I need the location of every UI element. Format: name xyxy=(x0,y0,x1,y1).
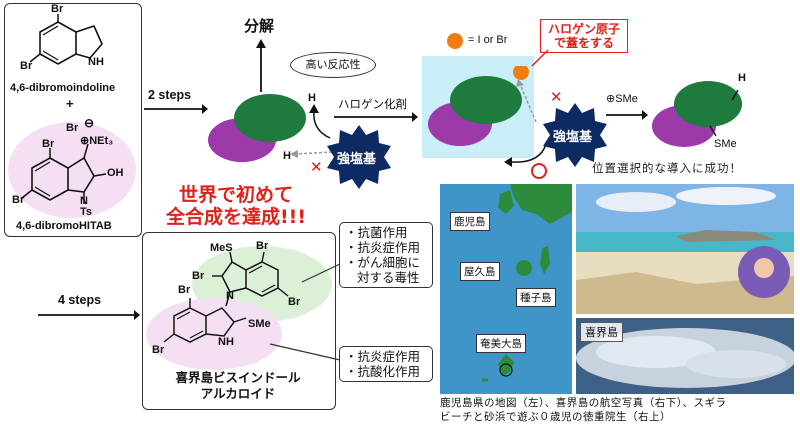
final-br-right: Br xyxy=(288,296,301,308)
halogen-cap-note-line2: で蓋をする xyxy=(553,36,614,50)
hitab-ts: Ts xyxy=(80,206,93,218)
attack-arrows-2 xyxy=(504,79,547,167)
hitab-net3: ⊕NEt₃ xyxy=(80,135,114,147)
product-h: H xyxy=(738,72,746,84)
final-name-line2: アルカロイド xyxy=(200,386,276,401)
hitab-br-counterion: Br xyxy=(66,122,79,134)
sme-reagent-label: ⊕SMe xyxy=(606,93,638,105)
arrow-2-steps xyxy=(144,104,208,114)
final-product-structure xyxy=(163,251,289,343)
figure-caption: 鹿児島県の地図（左）、喜界島の航空写真（右下）、スギラ ビーチと砂浜で遊ぶ０歳児… xyxy=(440,396,796,424)
strong-base-badge-2 xyxy=(543,103,607,167)
hitab-charge-negative: ⊖ xyxy=(84,116,95,130)
activities-top-callout: ・抗菌作用 ・抗炎症作用 ・がん細胞に 対する毒性 xyxy=(339,222,433,288)
circle-mark-success xyxy=(531,163,547,179)
compound2-name: 4,6-dibromoHITAB xyxy=(16,220,112,232)
final-product-name: 喜界島ビスインドール アルカロイド xyxy=(144,370,332,402)
activity-item-4: 対する毒性 xyxy=(357,270,420,285)
intermediate1-h-bottom: H xyxy=(283,150,291,162)
activity-item-1: ・抗菌作用 xyxy=(345,225,408,240)
photo-label-kikai: 喜界島 xyxy=(580,322,623,342)
indoline-nh: NH xyxy=(88,56,104,68)
final-br-top-right: Br xyxy=(256,240,269,252)
strong-base-label-1: 強塩基 xyxy=(337,152,377,167)
strong-base-badge-1 xyxy=(327,125,391,189)
steps-top-label: 2 steps xyxy=(148,88,192,102)
activity-item-3: ・がん細胞に xyxy=(345,255,421,270)
map-label-tanegashima: 種子島 xyxy=(516,288,556,307)
world-first-line2: 全合成を達成!!! xyxy=(166,206,306,228)
map-label-kagoshima: 鹿児島 xyxy=(450,212,490,231)
aerial-photo xyxy=(576,318,794,394)
activity-item-5: ・抗炎症作用 xyxy=(345,349,421,364)
cross-mark-1: ✕ xyxy=(310,158,323,176)
final-br-upper-left: Br xyxy=(192,270,205,282)
final-nh: NH xyxy=(218,336,234,348)
final-sme: SMe xyxy=(248,318,271,330)
hitab-br-top: Br xyxy=(42,138,55,150)
activity-item-6: ・抗酸化作用 xyxy=(345,364,421,379)
final-name-line1: 喜界島ビスインドール xyxy=(175,370,301,385)
final-mes: MeS xyxy=(210,242,233,254)
reactive-bubble: 高い反応性 xyxy=(290,52,376,78)
steps-bottom-label: 4 steps xyxy=(58,293,102,307)
decomposition-label: 分解 xyxy=(244,17,275,35)
map-label-amami: 奄美大島 xyxy=(476,334,526,353)
world-first-line1: 世界で初めて xyxy=(178,184,293,206)
caption-line1: 鹿児島県の地図（左）、喜界島の航空写真（右下）、スギラ xyxy=(440,397,727,409)
intermediate1-h-top: H xyxy=(308,92,316,104)
final-br-mid: Br xyxy=(178,284,191,296)
beach-photo xyxy=(576,184,794,314)
final-br-lower-left: Br xyxy=(152,344,165,356)
arrow-4-steps xyxy=(38,310,140,320)
plus-sign: + xyxy=(66,96,74,111)
legend-orange-dot xyxy=(447,33,463,49)
arrow-sme xyxy=(606,110,648,120)
intermediate2-ovals xyxy=(428,66,529,146)
indoline-br-top: Br xyxy=(51,3,64,15)
reactive-bubble-text: 高い反応性 xyxy=(305,58,361,71)
note-pointer xyxy=(531,49,549,67)
halogen-reagent-label: ハロゲン化剤 xyxy=(338,97,407,111)
dibromoindoline-structure xyxy=(29,14,103,65)
activity-item-2: ・抗炎症作用 xyxy=(345,240,421,255)
attack-arrows-1 xyxy=(290,104,333,158)
hitab-n: N xyxy=(80,195,88,207)
activities-bottom-callout: ・抗炎症作用 ・抗酸化作用 xyxy=(339,346,433,382)
hitab-br-left: Br xyxy=(12,194,25,206)
final-n: N xyxy=(226,290,234,302)
product-sme: SMe xyxy=(714,138,737,150)
compound1-name: 4,6-dibromoindoline xyxy=(10,82,116,94)
world-first-title: 世界で初めて 全合成を達成!!! xyxy=(158,184,314,228)
product-bonds xyxy=(709,89,739,137)
arrow-halogenation xyxy=(334,112,418,122)
product-ovals xyxy=(652,81,742,147)
arrow-up-decomposition xyxy=(256,39,266,92)
legend-text: = I or Br xyxy=(468,34,508,46)
halogen-cap-note-line1: ハロゲン原子 xyxy=(547,22,620,36)
caption-line2: ビーチと砂浜で遊ぶ０歳児の徳重院生（右上） xyxy=(440,411,671,423)
map-label-yakushima: 屋久島 xyxy=(460,262,500,281)
indoline-br-left: Br xyxy=(20,60,33,72)
halogen-cap-note: ハロゲン原子 で蓋をする xyxy=(540,19,628,53)
hitab-oh: OH xyxy=(107,167,124,179)
callout-line-top xyxy=(301,263,341,283)
selective-success-text: 位置選択的な導入に成功！ xyxy=(592,161,742,175)
cross-mark-2: ✕ xyxy=(550,88,563,106)
strong-base-label-2: 強塩基 xyxy=(553,130,593,145)
dibromohitab-structure xyxy=(21,143,107,204)
intermediate1-ovals xyxy=(208,94,306,162)
callout-line-bottom xyxy=(269,343,341,361)
